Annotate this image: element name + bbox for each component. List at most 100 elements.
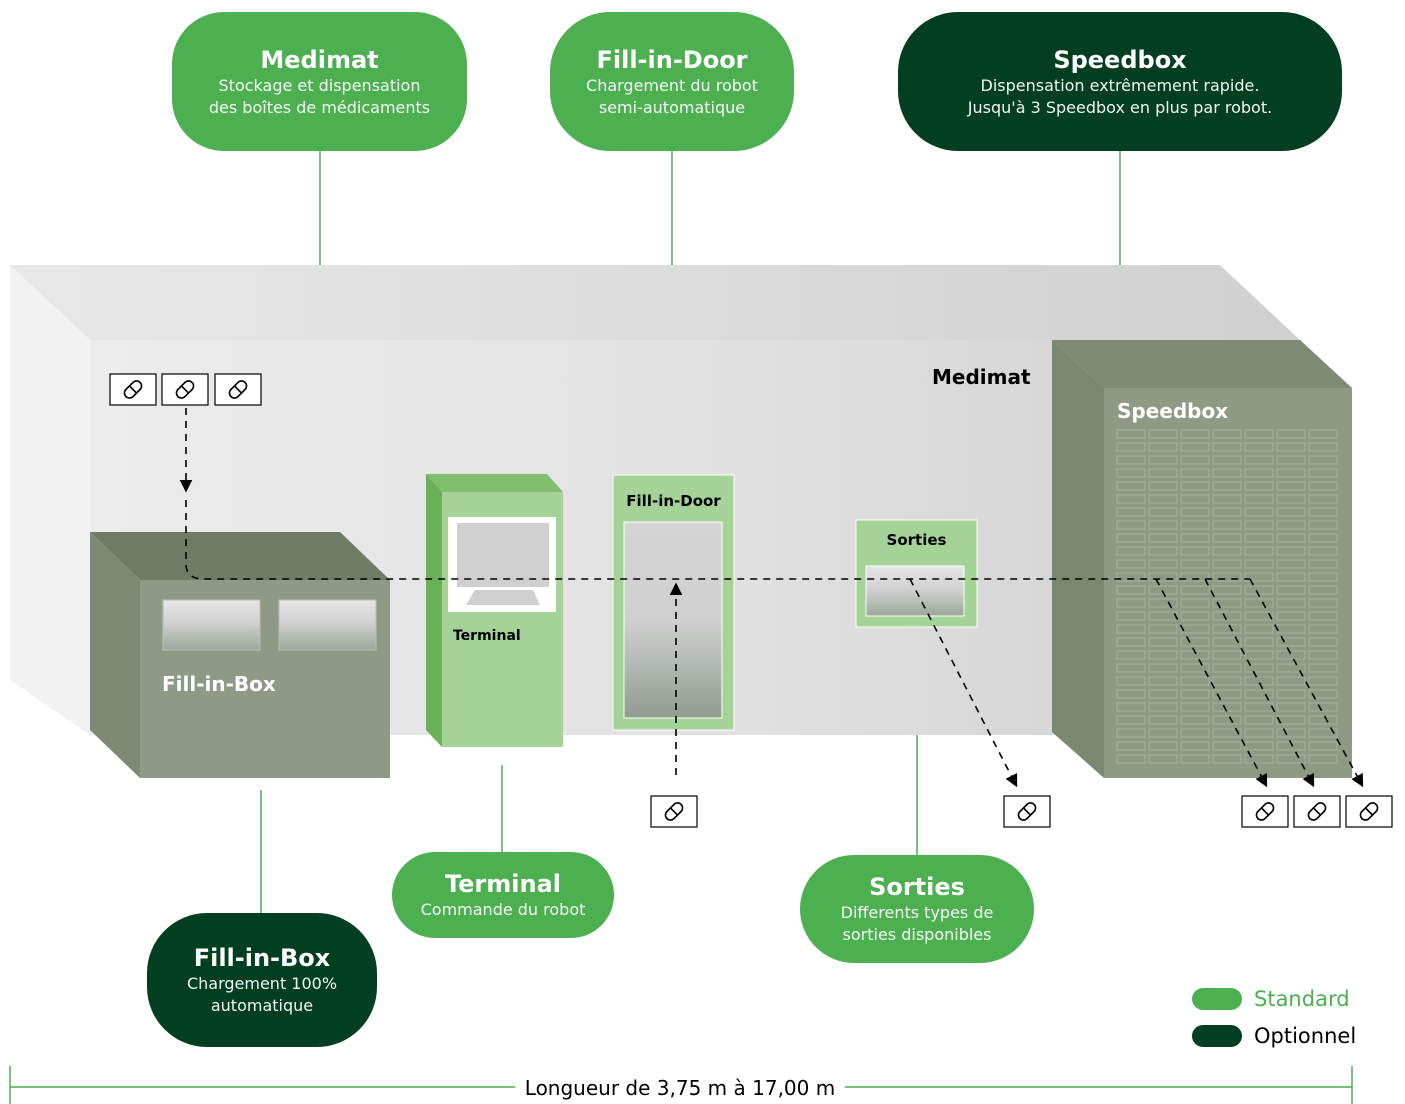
speedbox-drawer xyxy=(1180,533,1210,543)
pill-icon xyxy=(1003,795,1051,828)
speedbox-drawer xyxy=(1308,429,1338,439)
speedbox-drawer xyxy=(1212,494,1242,504)
speedbox-drawer xyxy=(1180,702,1210,712)
fill-in-box-callout: Fill-in-Box Chargement 100% automatique xyxy=(147,913,377,1047)
speedbox-drawer xyxy=(1308,663,1338,673)
speedbox-drawer xyxy=(1180,455,1210,465)
speedbox-drawer xyxy=(1276,702,1306,712)
speedbox-drawer xyxy=(1212,676,1242,686)
speedbox-machine-label: Speedbox xyxy=(1117,399,1229,423)
fill-in-door-unit xyxy=(612,474,735,731)
medimat-callout-title: Medimat xyxy=(260,45,379,74)
speedbox-drawer xyxy=(1116,533,1146,543)
speedbox-drawer xyxy=(1116,598,1146,608)
speedbox-drawer xyxy=(1276,611,1306,621)
speedbox-drawer xyxy=(1148,689,1178,699)
speedbox-drawer xyxy=(1148,572,1178,582)
speedbox-drawer xyxy=(1180,624,1210,634)
speedbox-drawer xyxy=(1212,546,1242,556)
speedbox-drawer xyxy=(1276,715,1306,725)
speedbox-drawer xyxy=(1180,481,1210,491)
speedbox-drawer xyxy=(1308,533,1338,543)
fill-in-box-callout-desc: Chargement 100% xyxy=(186,974,338,993)
legend-standard-label: Standard xyxy=(1254,987,1350,1011)
speedbox-drawer xyxy=(1212,507,1242,517)
speedbox-drawer xyxy=(1212,637,1242,647)
speedbox-drawer xyxy=(1212,455,1242,465)
pill-icon xyxy=(214,373,262,406)
speedbox-drawer xyxy=(1244,650,1274,660)
speedbox-drawer xyxy=(1148,559,1178,569)
speedbox-drawer xyxy=(1308,624,1338,634)
speedbox-drawer xyxy=(1276,585,1306,595)
speedbox-drawer xyxy=(1116,637,1146,647)
speedbox-drawer xyxy=(1180,598,1210,608)
speedbox-drawer xyxy=(1212,442,1242,452)
terminal-callout-desc: Commande du robot xyxy=(420,900,586,919)
speedbox-drawer xyxy=(1244,520,1274,530)
speedbox-drawer xyxy=(1180,429,1210,439)
medimat-callout-desc: Stockage et dispensation xyxy=(218,75,421,95)
speedbox-drawer xyxy=(1244,481,1274,491)
terminal-callout-title: Terminal xyxy=(444,870,562,898)
speedbox-drawer xyxy=(1276,546,1306,556)
speedbox-drawer xyxy=(1212,689,1242,699)
speedbox-drawer xyxy=(1276,559,1306,569)
sorties-machine-label: Sorties xyxy=(886,531,947,549)
length-dimension: Longueur de 3,75 m à 17,00 m xyxy=(0,1076,1360,1100)
speedbox-drawer xyxy=(1276,572,1306,582)
speedbox-drawer xyxy=(1244,533,1274,543)
speedbox-drawer xyxy=(1148,481,1178,491)
length-dimension-label: Longueur de 3,75 m à 17,00 m xyxy=(514,1076,846,1100)
speedbox-drawer xyxy=(1276,507,1306,517)
speedbox-drawer xyxy=(1116,546,1146,556)
speedbox-drawer xyxy=(1212,663,1242,673)
speedbox-drawer xyxy=(1308,676,1338,686)
speedbox-drawer xyxy=(1148,702,1178,712)
speedbox-drawer xyxy=(1148,650,1178,660)
speedbox-drawer xyxy=(1148,429,1178,439)
speedbox-drawer xyxy=(1116,676,1146,686)
speedbox-drawer xyxy=(1244,598,1274,608)
speedbox-drawer xyxy=(1244,442,1274,452)
speedbox-drawer xyxy=(1244,507,1274,517)
speedbox-drawer xyxy=(1116,468,1146,478)
speedbox-drawer xyxy=(1308,572,1338,582)
speedbox-drawer xyxy=(1244,689,1274,699)
pill-icon xyxy=(1293,795,1341,828)
speedbox-drawer xyxy=(1308,702,1338,712)
speedbox-drawer xyxy=(1116,650,1146,660)
speedbox-drawer xyxy=(1244,546,1274,556)
medimat-callout-desc: des boîtes de médicaments xyxy=(208,97,431,117)
speedbox-callout-desc: Dispensation extrêmement rapide. xyxy=(980,75,1260,95)
speedbox-drawer xyxy=(1276,676,1306,686)
pill-icon xyxy=(109,373,157,406)
speedbox-callout-desc: Jusqu'à 3 Speedbox en plus par robot. xyxy=(967,97,1273,117)
speedbox-drawer xyxy=(1180,546,1210,556)
speedbox-drawer xyxy=(1212,650,1242,660)
pill-icon xyxy=(650,795,698,828)
pill-icon xyxy=(1241,795,1289,828)
speedbox-drawer xyxy=(1116,520,1146,530)
medimat-machine-label: Medimat xyxy=(932,365,1031,389)
speedbox-drawer xyxy=(1308,585,1338,595)
sorties-callout-title: Sorties xyxy=(869,873,965,901)
fill-in-box-callout-title: Fill-in-Box xyxy=(193,944,331,972)
speedbox-drawer xyxy=(1180,754,1210,764)
speedbox-drawer xyxy=(1276,442,1306,452)
speedbox-drawer xyxy=(1308,559,1338,569)
speedbox-drawer xyxy=(1148,598,1178,608)
speedbox-drawer xyxy=(1148,585,1178,595)
speedbox-drawer xyxy=(1212,481,1242,491)
legend-standard: Standard xyxy=(1192,987,1350,1011)
speedbox-drawer xyxy=(1180,663,1210,673)
speedbox-drawer xyxy=(1244,559,1274,569)
legend-standard-swatch xyxy=(1192,988,1242,1010)
speedbox-drawer xyxy=(1276,481,1306,491)
terminal-unit xyxy=(426,474,563,747)
legend-optional-swatch xyxy=(1192,1025,1242,1047)
terminal-machine-label: Terminal xyxy=(453,628,521,644)
speedbox-drawer xyxy=(1244,572,1274,582)
speedbox-drawer xyxy=(1212,429,1242,439)
